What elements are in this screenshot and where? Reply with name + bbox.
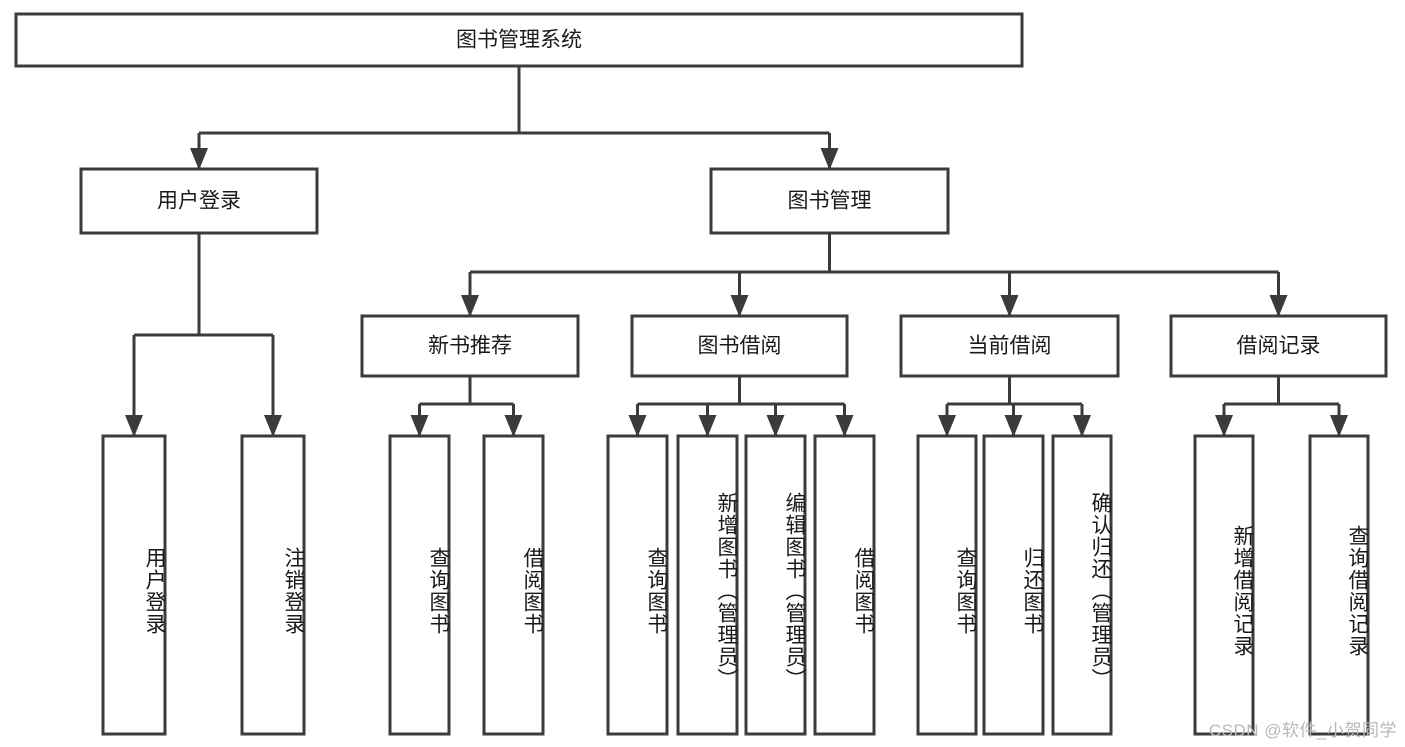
node-box[interactable] — [482, 434, 545, 736]
node-leaf-confirm-return[interactable] — [1051, 434, 1113, 736]
node-box[interactable] — [14, 12, 1024, 68]
node-box[interactable] — [899, 314, 1120, 378]
node-label: 新书推荐 — [428, 335, 512, 358]
node-borrow-record[interactable]: 借阅记录 — [1169, 314, 1388, 378]
arrow-head-icon — [1269, 295, 1288, 317]
node-new-book-recommend[interactable]: 新书推荐 — [360, 314, 580, 378]
node-box[interactable] — [1169, 314, 1388, 378]
node-leaf-user-logout[interactable] — [240, 434, 306, 736]
arrow-head-icon — [820, 148, 839, 170]
connectors-layer — [125, 66, 1348, 437]
arrow-head-icon — [190, 148, 208, 170]
arrow-head-icon — [835, 415, 854, 437]
node-label: 用户登录 — [157, 190, 241, 213]
node-box[interactable] — [1193, 434, 1255, 736]
node-box[interactable] — [916, 434, 978, 736]
node-leaf-edit-book[interactable] — [744, 434, 807, 736]
node-box[interactable] — [1051, 434, 1113, 736]
node-leaf-borrow-book-1[interactable] — [482, 434, 545, 736]
arrow-head-icon — [1330, 415, 1348, 437]
watermark-text: CSDN @软件_小贺同学 — [1208, 721, 1397, 740]
node-book-borrow[interactable]: 图书借阅 — [630, 314, 849, 378]
node-box[interactable] — [360, 314, 580, 378]
node-box[interactable] — [813, 434, 876, 736]
arrow-head-icon — [766, 415, 785, 437]
node-label: 图书借阅 — [698, 335, 782, 358]
node-label: 当前借阅 — [968, 335, 1052, 358]
node-box[interactable] — [630, 314, 849, 378]
node-box[interactable] — [606, 434, 669, 736]
node-leaf-user-login[interactable] — [101, 434, 167, 736]
node-label: 图书管理 — [788, 190, 872, 213]
node-leaf-add-record[interactable] — [1193, 434, 1255, 736]
node-box[interactable] — [388, 434, 451, 736]
node-box[interactable] — [709, 167, 950, 235]
arrow-head-icon — [1004, 415, 1023, 437]
node-user-login[interactable]: 用户登录 — [79, 167, 319, 235]
arrow-head-icon — [628, 415, 647, 437]
node-current-borrow[interactable]: 当前借阅 — [899, 314, 1120, 378]
node-book-manage[interactable]: 图书管理 — [709, 167, 950, 235]
node-box[interactable] — [744, 434, 807, 736]
node-box[interactable] — [79, 167, 319, 235]
node-leaf-query-book-3[interactable] — [916, 434, 978, 736]
arrow-head-icon — [1073, 415, 1091, 437]
node-box[interactable] — [101, 434, 167, 736]
arrow-head-icon — [461, 295, 479, 317]
arrow-head-icon — [504, 415, 523, 437]
arrow-head-icon — [730, 295, 749, 317]
node-box[interactable] — [982, 434, 1045, 736]
node-box[interactable] — [240, 434, 306, 736]
node-leaf-query-book-2[interactable] — [606, 434, 669, 736]
arrow-head-icon — [698, 415, 717, 437]
node-leaf-query-book-1[interactable] — [388, 434, 451, 736]
arrow-head-icon — [264, 415, 282, 437]
node-leaf-borrow-book-2[interactable] — [813, 434, 876, 736]
node-leaf-query-record[interactable] — [1308, 434, 1370, 736]
node-label: 借阅记录 — [1237, 335, 1321, 358]
node-root[interactable]: 图书管理系统 — [14, 12, 1024, 68]
node-leaf-add-book[interactable] — [676, 434, 739, 736]
arrow-head-icon — [1215, 415, 1233, 437]
node-box[interactable] — [676, 434, 739, 736]
arrow-head-icon — [938, 415, 956, 437]
node-label: 图书管理系统 — [456, 29, 582, 52]
arrow-head-icon — [1000, 295, 1019, 317]
node-box[interactable] — [1308, 434, 1370, 736]
arrow-head-icon — [410, 415, 429, 437]
arrow-head-icon — [125, 415, 143, 437]
node-leaf-return-book[interactable] — [982, 434, 1045, 736]
